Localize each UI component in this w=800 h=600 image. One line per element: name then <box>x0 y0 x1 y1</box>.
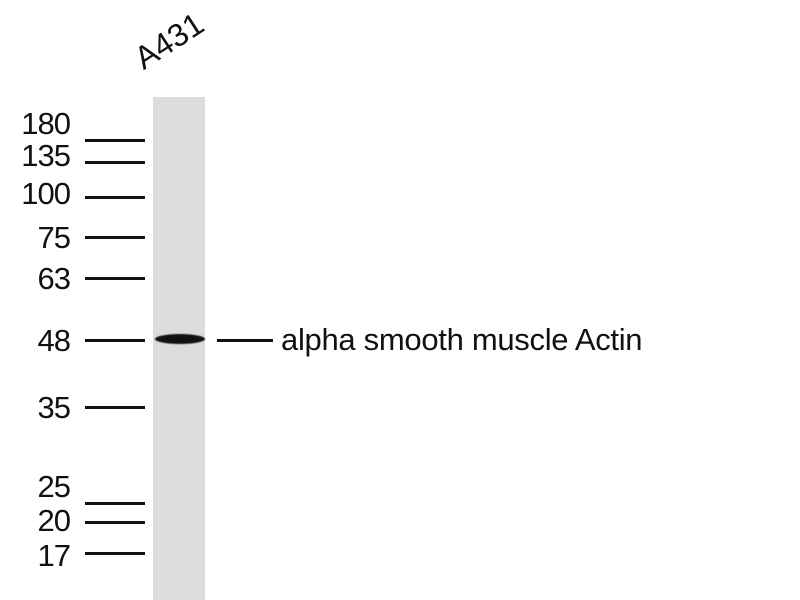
blot-lane <box>153 97 205 600</box>
marker-tick <box>85 501 145 505</box>
marker-label: 135 <box>21 137 71 173</box>
marker-label: 75 <box>37 219 71 255</box>
marker-label: 35 <box>37 389 71 425</box>
marker-label: 25 <box>37 468 71 504</box>
marker-tick <box>85 338 145 342</box>
marker-label: 180 <box>21 105 71 141</box>
marker-label: 48 <box>37 322 71 358</box>
target-protein-label: alpha smooth muscle Actin <box>281 322 643 357</box>
marker-label: 17 <box>37 537 71 573</box>
protein-band <box>155 334 205 344</box>
marker-tick <box>85 235 145 239</box>
marker-label: 63 <box>37 260 71 296</box>
marker-tick <box>85 520 145 524</box>
marker-tick <box>85 551 145 555</box>
marker-tick <box>85 405 145 409</box>
marker-tick <box>85 160 145 164</box>
marker-label: 20 <box>37 502 71 538</box>
marker-tick <box>85 138 145 142</box>
marker-tick <box>85 195 145 199</box>
lane-label: A431 <box>127 5 211 77</box>
marker-tick <box>85 276 145 280</box>
target-pointer-line <box>217 339 273 342</box>
marker-label: 100 <box>21 175 71 211</box>
